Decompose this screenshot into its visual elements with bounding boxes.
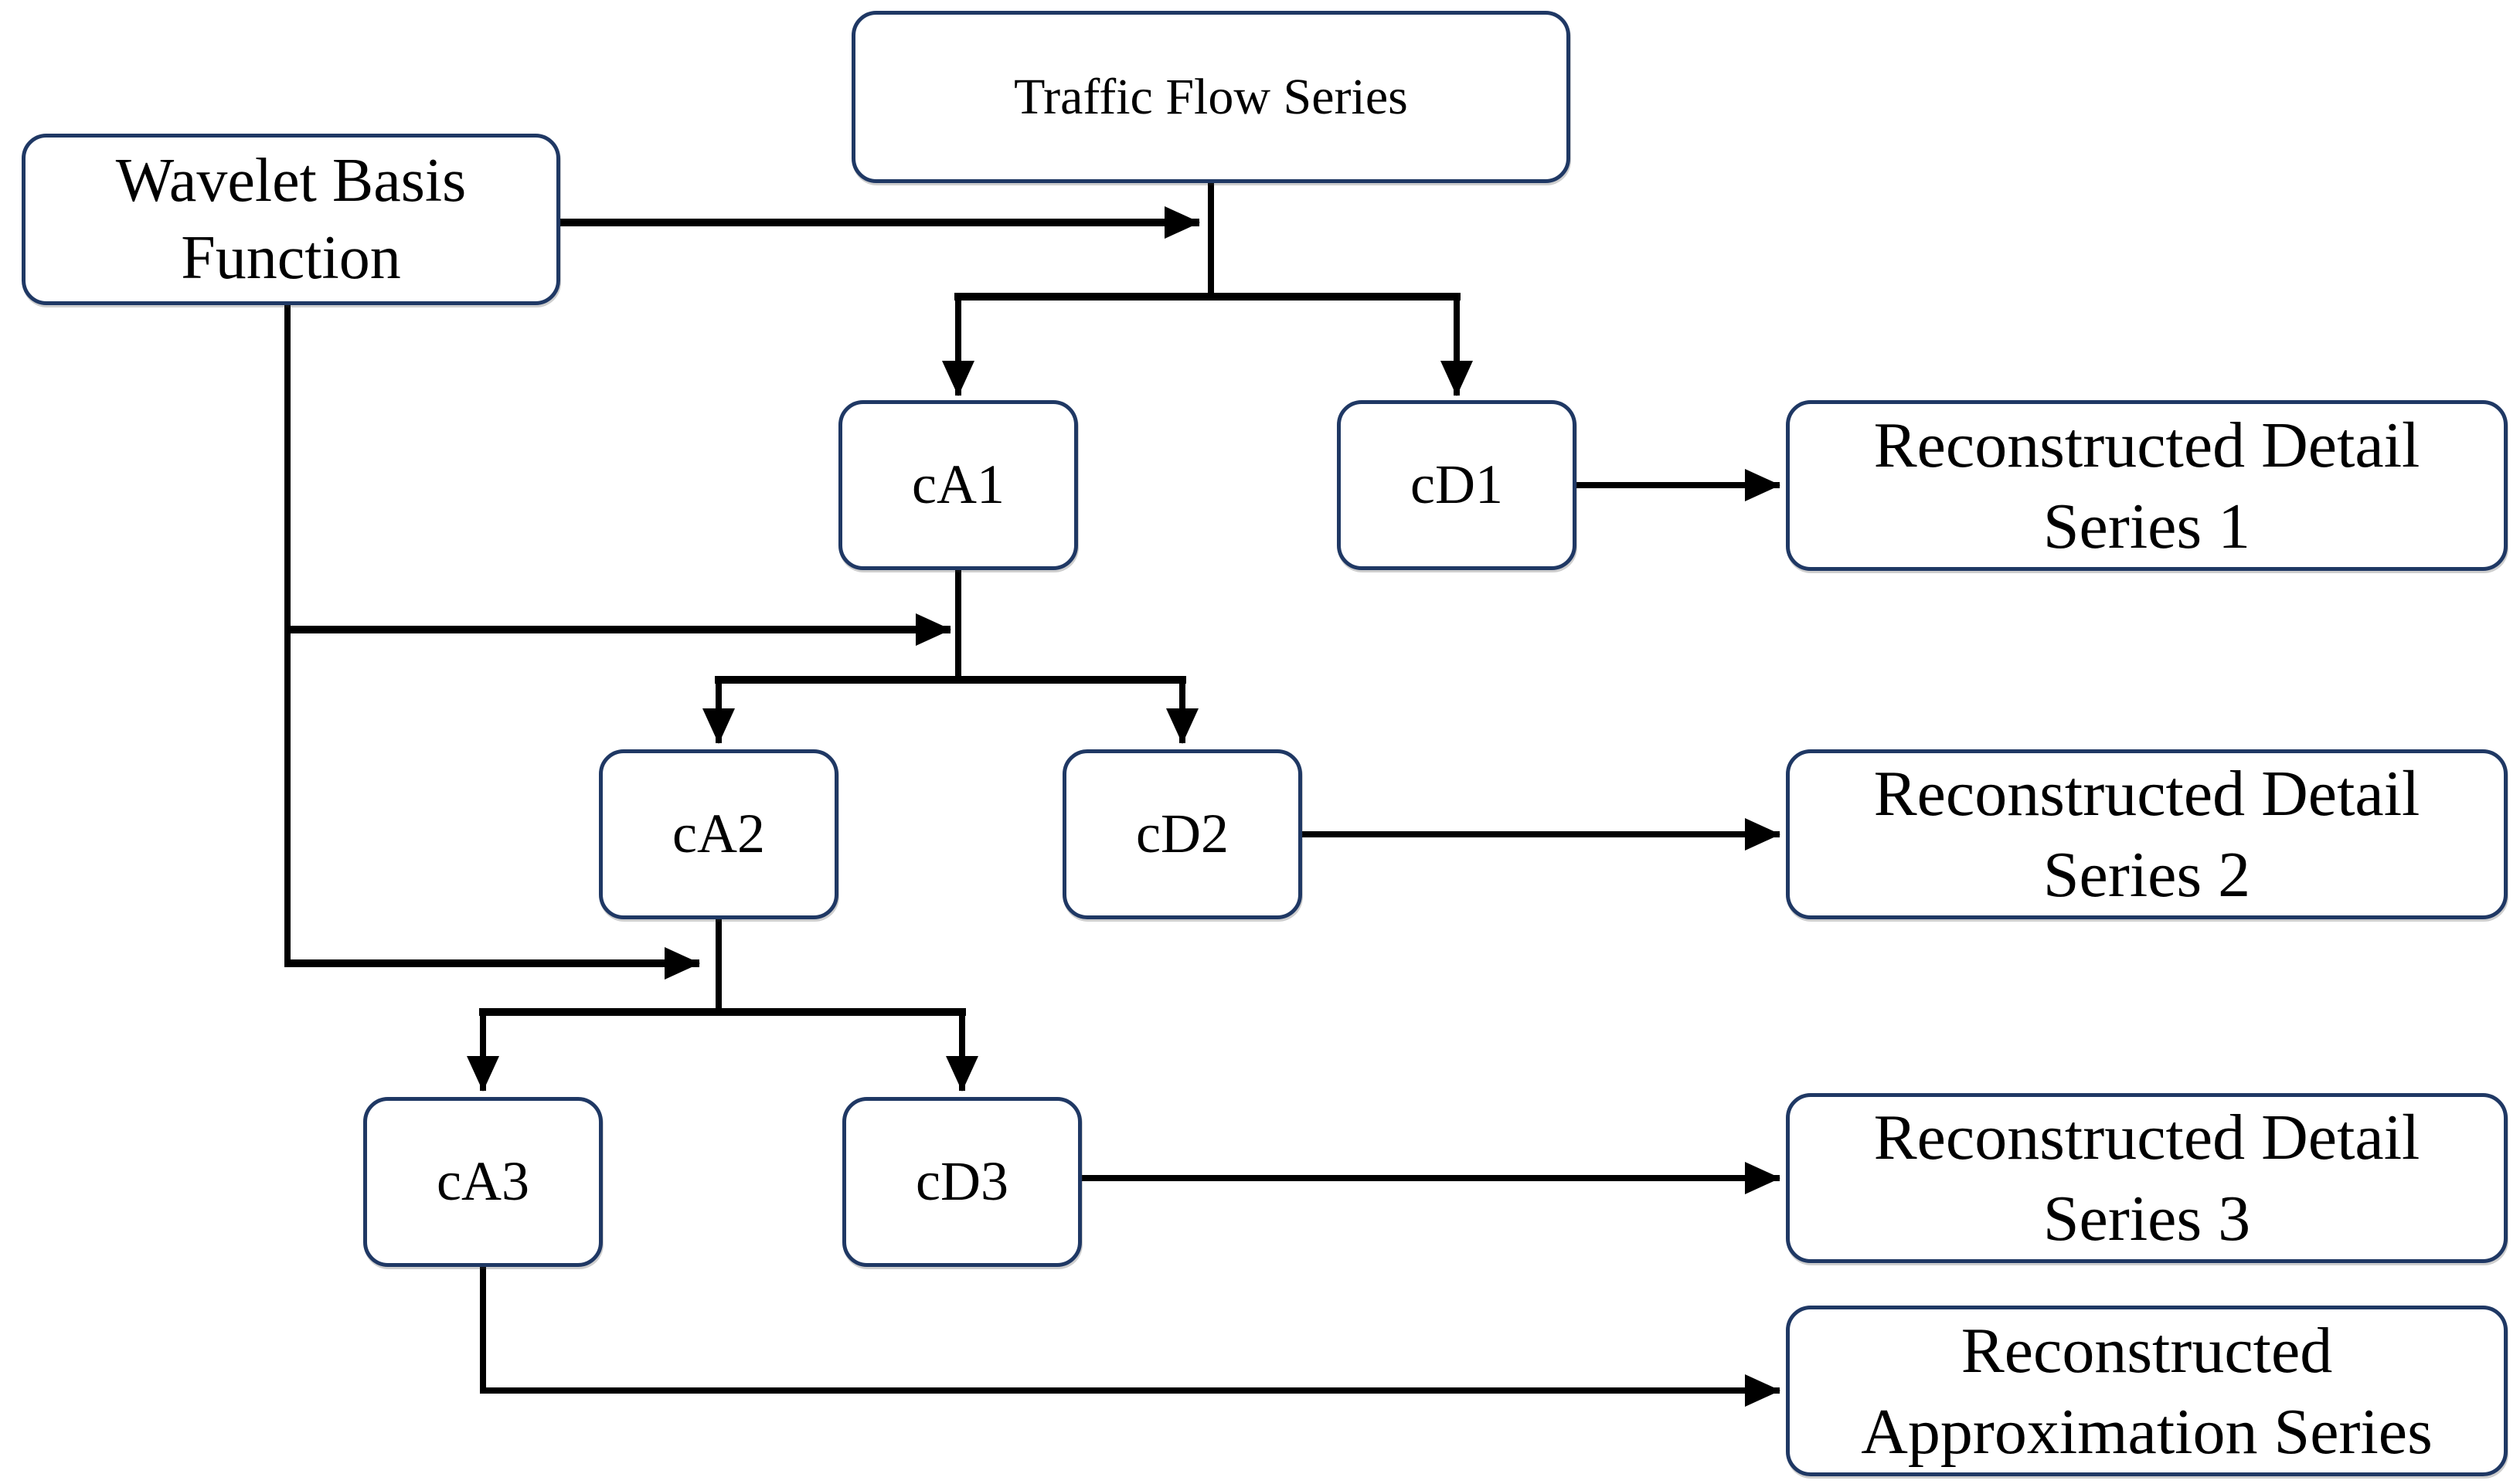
node-ca2: cA2 — [599, 749, 838, 919]
node-label: cD3 — [916, 1150, 1008, 1213]
node-label-line1: Reconstructed Detail — [1873, 409, 2420, 481]
node-cd1: cD1 — [1337, 400, 1576, 570]
node-reconstructed-detail-series-1: Reconstructed Detail Series 1 — [1786, 400, 2508, 571]
node-label: Traffic Flow Series — [1014, 68, 1408, 125]
node-label-line2: Series 3 — [2042, 1183, 2251, 1255]
node-label: cA1 — [912, 453, 1005, 516]
node-label: cD1 — [1410, 453, 1503, 516]
node-label: cA3 — [437, 1150, 529, 1213]
edge-ca3-to-ras-arrow — [480, 1267, 1780, 1407]
node-ca1: cA1 — [838, 400, 1078, 570]
node-label-line1: Reconstructed — [1961, 1314, 2333, 1387]
node-label-line2: Approximation Series — [1861, 1395, 2433, 1468]
node-label: cD2 — [1136, 803, 1229, 865]
node-ca3: cA3 — [363, 1097, 603, 1267]
node-traffic-flow-series: Traffic Flow Series — [852, 11, 1570, 183]
node-cd2: cD2 — [1063, 749, 1302, 919]
node-reconstructed-detail-series-2: Reconstructed Detail Series 2 — [1786, 749, 2508, 919]
node-label-line1: Reconstructed Detail — [1873, 1102, 2420, 1173]
node-label-line1: Reconstructed Detail — [1873, 758, 2420, 830]
node-label-line2: Function — [181, 224, 401, 292]
node-cd3: cD3 — [842, 1097, 1082, 1267]
node-label-line2: Series 2 — [2042, 839, 2251, 911]
node-label-line2: Series 1 — [2042, 490, 2251, 562]
node-reconstructed-approximation-series: Reconstructed Approximation Series — [1786, 1306, 2508, 1476]
node-reconstructed-detail-series-3: Reconstructed Detail Series 3 — [1786, 1093, 2508, 1263]
node-wavelet-basis-function: Wavelet Basis Function — [22, 134, 560, 305]
node-label: cA2 — [672, 803, 765, 865]
node-label-line1: Wavelet Basis — [115, 147, 467, 215]
